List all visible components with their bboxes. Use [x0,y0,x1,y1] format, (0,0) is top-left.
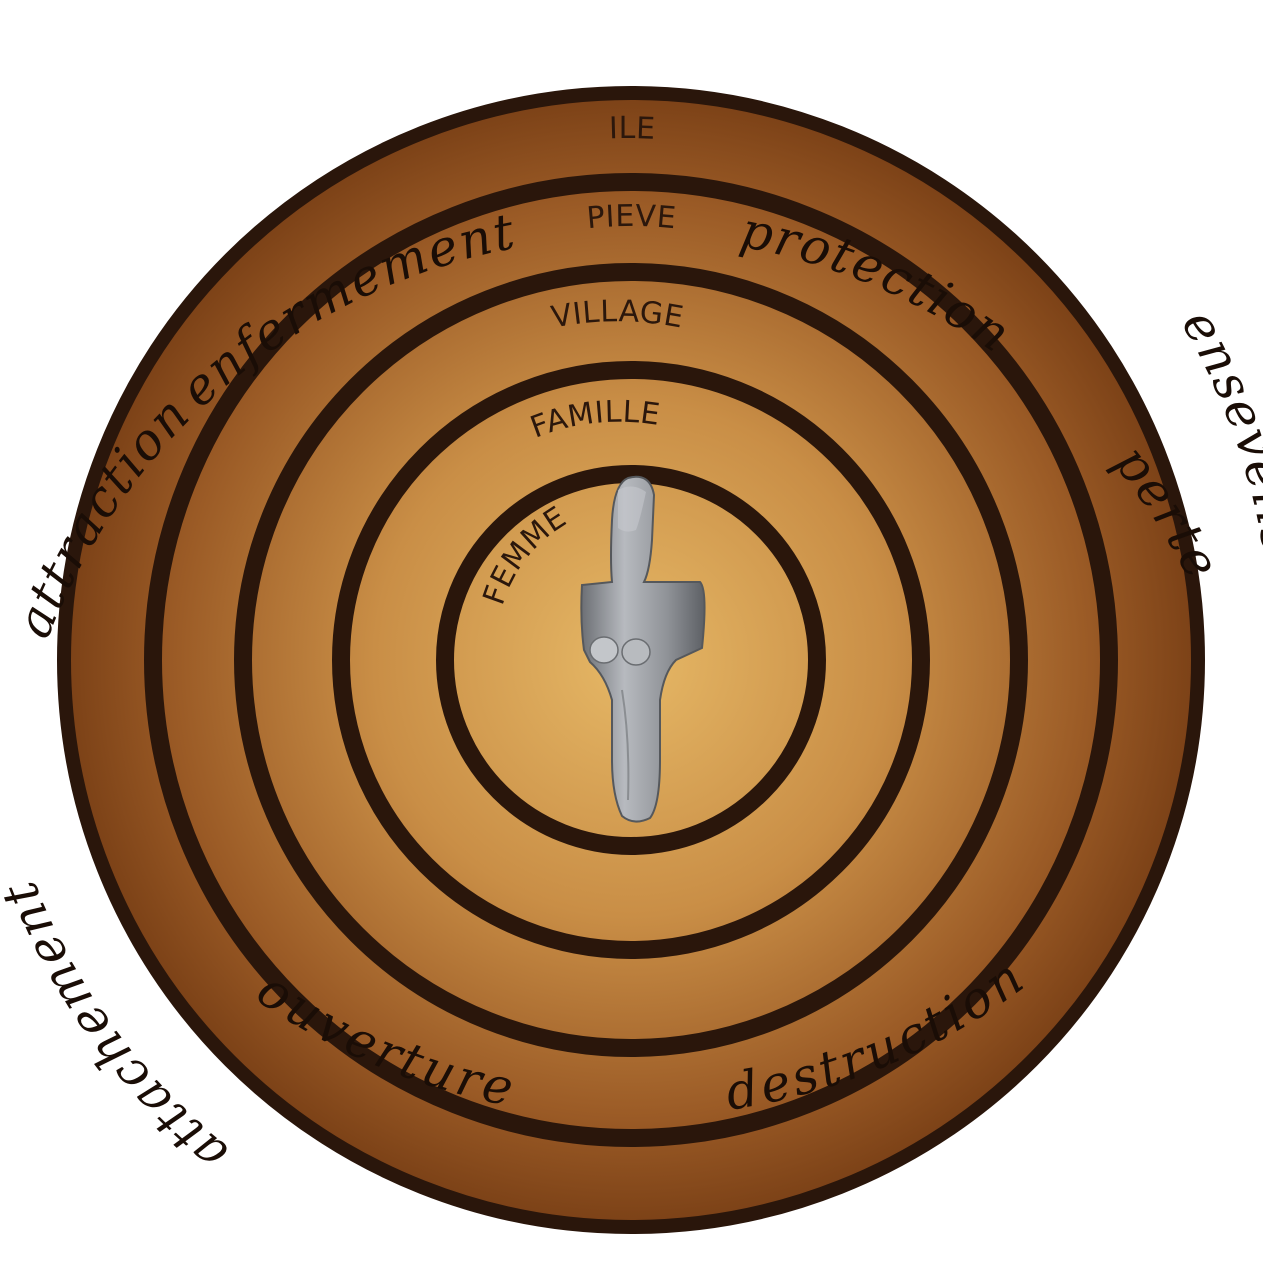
ring-label-pieve: PIEVE [585,199,677,236]
ring-label-ile: ILE [608,111,656,147]
figurine-left-breast [590,637,618,663]
figurine-right-breast [622,639,650,665]
